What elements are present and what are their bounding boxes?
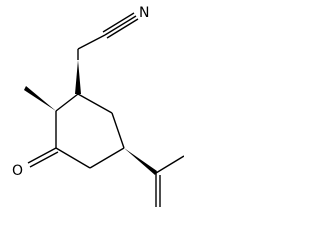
isopropenyl-methyl-bond: [155, 155, 184, 174]
structural-formula-diagram: N O: [12, 5, 184, 207]
cyclohexanone-ring: [55, 93, 125, 169]
ring-bond-c6-c1: [77, 93, 113, 114]
isopropenyl-hashed-wedge-bond: [124, 148, 157, 175]
triple-bond-upper: [102, 12, 135, 33]
ring-bond-c3-c4: [55, 147, 91, 169]
nitrile-group: [77, 12, 139, 50]
carbonyl-double-bond-2: [29, 151, 59, 168]
ring-bond-c4-c5: [89, 147, 125, 169]
isopropenyl-group: [155, 155, 184, 207]
carbonyl-group: [27, 147, 59, 168]
nitrogen-atom-label: N: [139, 5, 149, 21]
triple-bond-center: [104, 15, 137, 36]
carbonyl-double-bond-1: [27, 147, 57, 164]
oxygen-atom-label: O: [12, 163, 23, 179]
hashed-wedge-bond: [75, 60, 81, 94]
methyl-wedge-bond: [24, 86, 56, 111]
ch2-to-nitrile-carbon-bond: [77, 34, 106, 50]
ring-bond-c1-c2: [55, 93, 79, 112]
triple-bond-lower: [106, 18, 139, 39]
ring-bond-c5-c6: [111, 112, 125, 149]
